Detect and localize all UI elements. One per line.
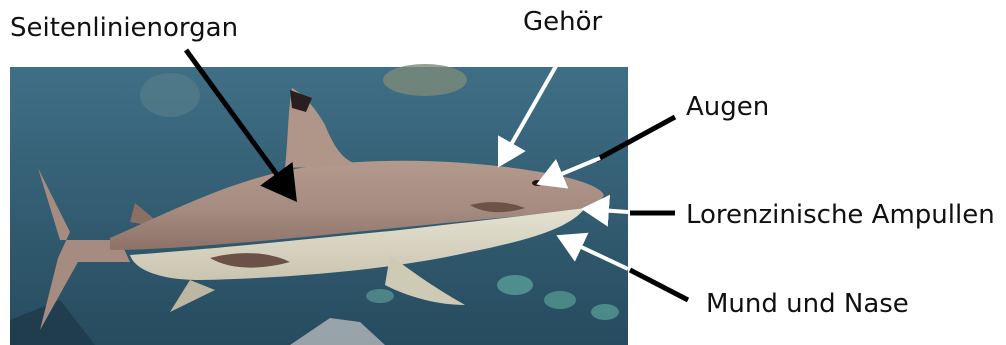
background-fish [591, 304, 619, 320]
background-fish [383, 64, 467, 96]
background-fish [544, 291, 576, 309]
label-lateral-line: Seitenlinienorgan [10, 13, 238, 43]
background-fish [366, 289, 394, 303]
label-ampullae: Lorenzinische Ampullen [686, 200, 995, 230]
label-hearing: Gehör [523, 7, 603, 37]
arrow-mouth-nose-black [630, 270, 688, 300]
background-fish [497, 275, 533, 295]
background-fish [140, 73, 200, 117]
label-eyes: Augen [686, 92, 769, 122]
label-mouth-nose: Mund und Nase [706, 289, 909, 319]
